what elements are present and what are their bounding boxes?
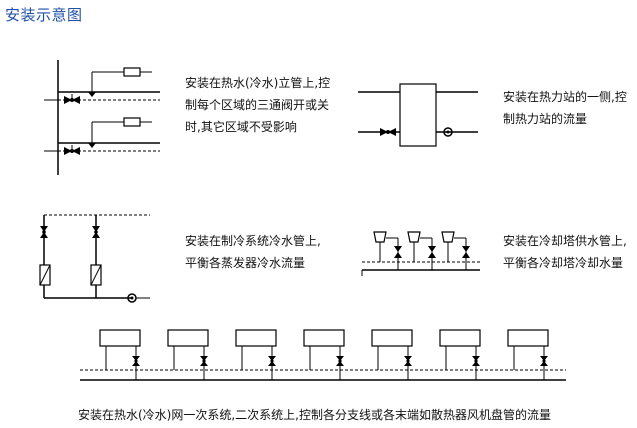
terminal-unit [167,329,209,380]
cooling-tower-icon [373,231,399,270]
balancing-valve-icon [92,226,100,238]
balancing-valve-icon [268,356,276,366]
balancing-valve-icon [336,356,344,366]
pump-icon [127,293,137,303]
heat-station-caption: 安装在热力站的一侧,控制热力站的流量 [503,90,627,126]
balancing-valve-icon [428,246,436,258]
terminal-unit [235,329,277,380]
pump-icon [443,127,453,137]
cooling-tower-diagram [361,231,480,276]
riser-diagram [44,60,160,175]
balancing-valve-icon [200,356,208,366]
heat-station-diagram [358,83,478,147]
terminal-unit [303,329,345,380]
balancing-valve-icon [380,128,396,136]
balancing-valve-icon [404,356,412,366]
cooling-tower-icon [407,231,433,270]
cooling-tower-caption: 安装在冷却塔供水管上,平衡各冷却塔冷却水量 [503,234,627,270]
terminal-unit [507,329,549,380]
page-title: 安装示意图 [5,6,83,24]
network-caption: 安装在热水(冷水)网一次系统,二次系统上,控制各分支线或各末端如散热器风机盘管的… [78,408,551,422]
balancing-valve-icon [132,356,140,366]
cooling-tower-icon [441,231,467,270]
terminal-unit [439,329,481,380]
chiller-caption: 安装在制冷系统冷水管上,平衡各蒸发器冷水流量 [185,234,321,270]
terminal-unit [99,329,141,380]
balancing-valve-icon [64,145,80,155]
balancing-valve-icon [462,246,470,258]
balancing-valve-icon [40,226,48,238]
terminal-unit [371,329,413,380]
chiller-diagram [39,214,150,303]
network-diagram [80,329,566,381]
balancing-valve-icon [472,356,480,366]
riser-caption: 安装在热水(冷水)立管上,控制每个区域的三通阀开或关时,其它区域不受影响 [185,76,331,134]
heat-exchanger-box [399,83,437,147]
balancing-valve-icon [64,94,80,104]
balancing-valve-icon [540,356,548,366]
balancing-valve-icon [394,246,402,258]
